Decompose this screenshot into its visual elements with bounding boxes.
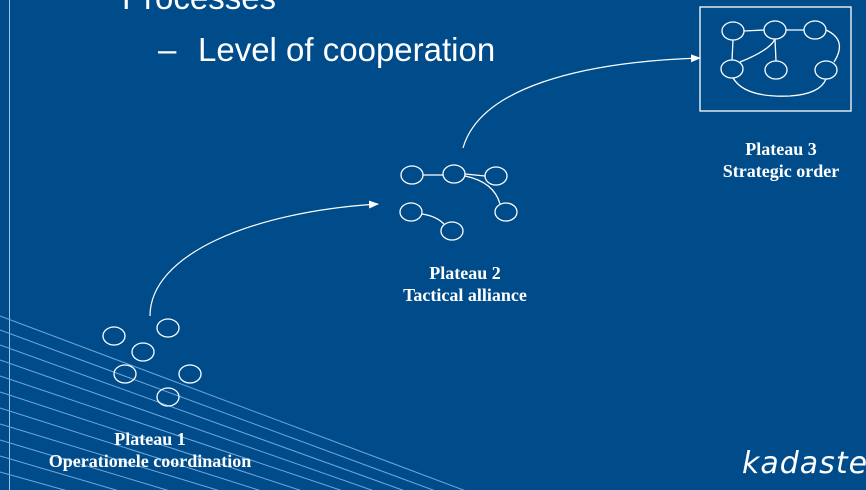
node: [131, 342, 155, 362]
node: [720, 59, 744, 79]
connector: [464, 175, 501, 205]
node: [156, 318, 180, 338]
bullet-level-1: Processes: [122, 0, 276, 18]
kadaster-logo: kadaster: [742, 446, 866, 481]
node: [178, 364, 202, 384]
plateau-3-description: Strategic order: [722, 161, 840, 181]
bullet-level-2-text: Level of cooperation: [198, 31, 496, 68]
connector: [825, 29, 841, 63]
node: [400, 165, 424, 185]
node: [721, 21, 745, 41]
plateau-3-network: [699, 6, 852, 112]
plateau-2-name: Plateau 2: [429, 263, 501, 283]
node: [399, 202, 423, 222]
decorative-stripes: [0, 315, 465, 490]
plateau-1-description: Operationele coordination: [48, 451, 252, 471]
node: [494, 202, 518, 222]
connector: [464, 173, 486, 177]
connector: [731, 39, 734, 61]
node: [102, 326, 126, 346]
node: [442, 164, 466, 184]
plateau-1-label: Plateau 1 Operationele coordination: [0, 428, 300, 472]
node: [484, 166, 508, 186]
node: [113, 364, 137, 384]
connector: [774, 38, 777, 62]
connector: [739, 38, 776, 63]
plateau-2-label: Plateau 2 Tactical alliance: [370, 262, 560, 306]
plateau-3-label: Plateau 3 Strategic order: [696, 138, 866, 182]
plateau-2-nodes: [399, 164, 518, 241]
node: [803, 20, 827, 40]
node: [156, 387, 180, 407]
plateau-2-description: Tactical alliance: [403, 285, 527, 305]
connector: [732, 77, 827, 97]
connector: [421, 213, 445, 225]
node: [814, 60, 838, 80]
connector: [743, 29, 765, 32]
left-border-rule: [9, 0, 10, 490]
node: [763, 20, 787, 40]
node: [440, 221, 464, 241]
node: [764, 60, 788, 80]
plateau-1-nodes: [102, 318, 202, 407]
bullet-dash: –: [158, 31, 177, 68]
plateau-3-name: Plateau 3: [745, 139, 817, 159]
bullet-level-2: –Level of cooperation: [158, 30, 495, 70]
plateau-1-name: Plateau 1: [114, 429, 186, 449]
arrow-plateau-2-to-3: [462, 54, 701, 149]
arrow-plateau-1-to-2: [149, 200, 379, 317]
